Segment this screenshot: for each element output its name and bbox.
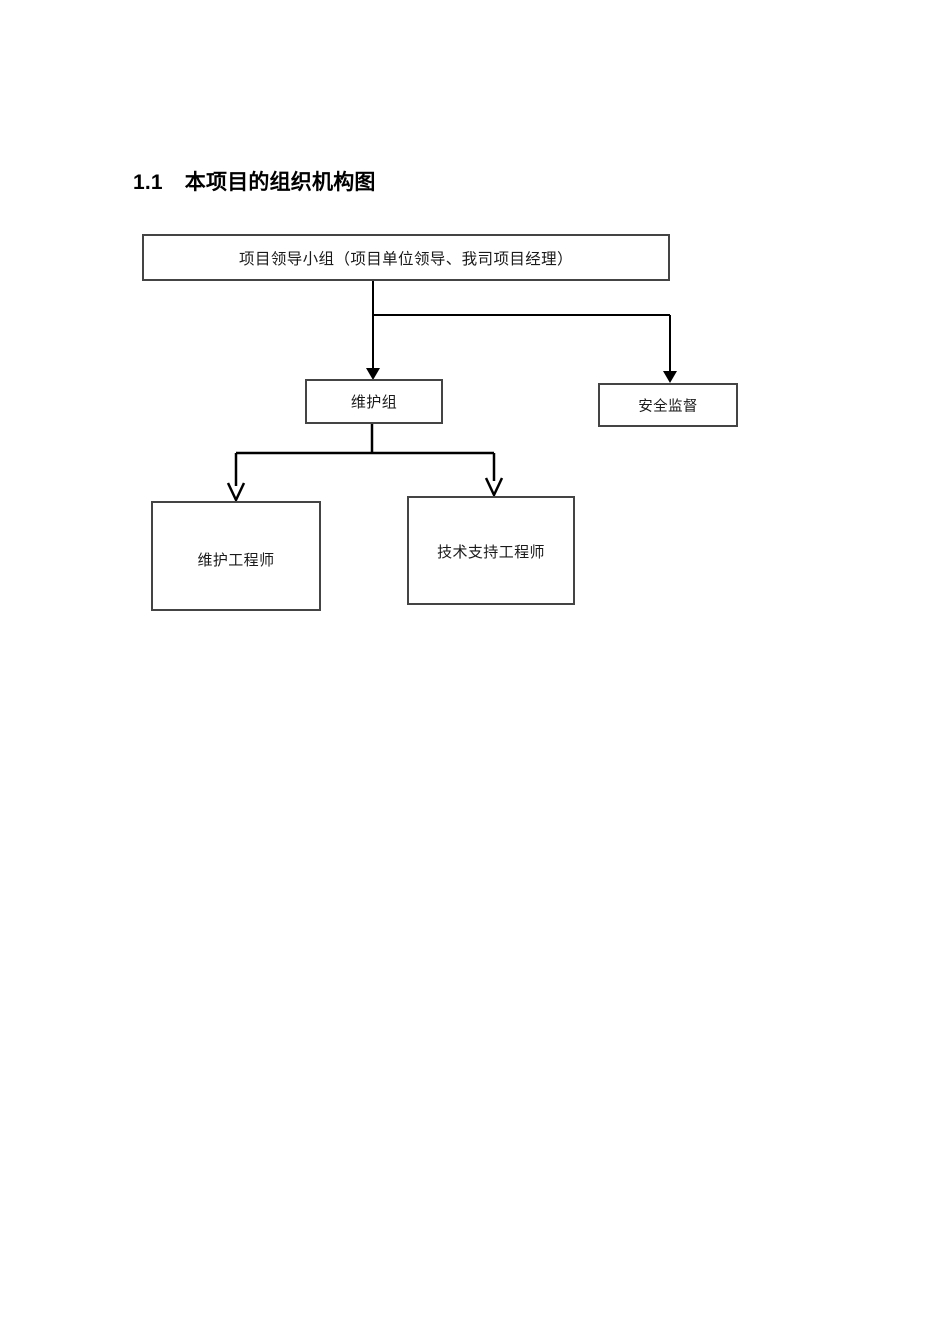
arrowhead-maintenance-engineer bbox=[226, 482, 246, 503]
org-node-tech-support-engineer[interactable]: 技术支持工程师 bbox=[407, 496, 575, 605]
org-node-tech-support-engineer-label: 技术支持工程师 bbox=[437, 543, 545, 561]
org-chart: 项目领导小组（项目单位领导、我司项目经理） 维护组 安全监督 维护工程师 技术支… bbox=[142, 234, 738, 611]
org-node-maintenance-engineer[interactable]: 维护工程师 bbox=[151, 501, 321, 611]
heading-number: 1.1 bbox=[133, 171, 163, 195]
org-node-leadership[interactable]: 项目领导小组（项目单位领导、我司项目经理） bbox=[142, 234, 670, 281]
org-node-maintenance-group-label: 维护组 bbox=[350, 393, 398, 411]
org-node-safety-supervision[interactable]: 安全监督 bbox=[598, 383, 738, 427]
page-heading: 1.1 本项目的组织机构图 bbox=[133, 169, 376, 197]
arrowhead-tech-support-engineer bbox=[484, 477, 504, 498]
heading-title: 本项目的组织机构图 bbox=[184, 171, 376, 195]
org-node-safety-supervision-label: 安全监督 bbox=[638, 398, 698, 415]
org-node-maintenance-engineer-label: 维护工程师 bbox=[197, 551, 275, 569]
org-node-leadership-label: 项目领导小组（项目单位领导、我司项目经理） bbox=[239, 249, 573, 268]
arrowhead-safety-supervision bbox=[663, 371, 677, 383]
org-node-maintenance-group[interactable]: 维护组 bbox=[305, 379, 443, 424]
